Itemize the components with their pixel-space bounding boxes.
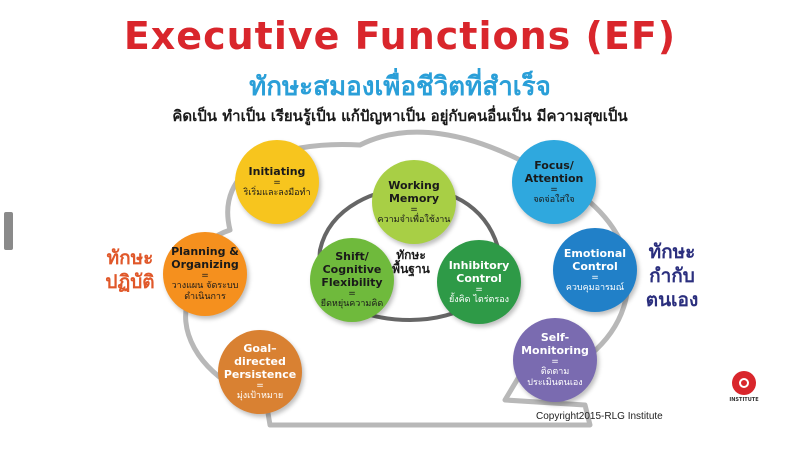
node-emotional-name-2: Control (572, 259, 618, 273)
rlg-logo: INSTITUTE (726, 371, 762, 411)
self-control-label-1: ทักษะ (648, 241, 696, 263)
practice-label-2: ปฏิบัติ (105, 271, 155, 293)
rlg-logo-text: INSTITUTE (729, 397, 759, 403)
node-planning: Planning & Organizing = วางแผน จัดระบบ ด… (163, 232, 247, 316)
node-goal-name-2: Persistence (223, 368, 297, 381)
node-emotional-eq: = (591, 272, 599, 283)
core-label-2: พื้นฐาน (392, 262, 430, 276)
node-focus-name-2: Attention (524, 171, 584, 185)
core-skills-label: ทักษะ พื้นฐาน (389, 248, 433, 276)
subtitle: ทักษะสมองเพื่อชีวิตที่สำเร็จ (249, 72, 551, 102)
node-focus-eq: = (550, 184, 558, 195)
node-goal-desc: มุ่งเป้าหมาย (236, 391, 284, 401)
node-goal-name-1: Goal–directed (234, 342, 286, 368)
practice-label-1: ทักษะ (106, 247, 154, 269)
node-working-memory: Working Memory = ความจำเพื่อใช้งาน (372, 160, 456, 244)
core-label-1: ทักษะ (396, 248, 426, 262)
node-inhibitory: Inhibitory Control = ยั้งคิด ไตร่ตรอง (437, 240, 521, 324)
node-shift-name-2: Cognitive (322, 263, 382, 276)
node-initiating-name: Initiating (248, 165, 306, 178)
title: Executive Functions (EF) (123, 14, 677, 58)
node-planning-desc-2: ดำเนินการ (184, 292, 226, 302)
node-shift: Shift/ Cognitive Flexibility = ยืดหยุ่นค… (310, 238, 394, 322)
node-shift-name-3: Flexibility (321, 276, 383, 289)
node-working-eq: = (410, 204, 418, 215)
node-shift-name-1: Shift/ (335, 250, 369, 263)
node-shift-eq: = (348, 289, 356, 299)
node-focus-desc: จดจ่อใส่ใจ (533, 194, 575, 205)
page-edge-handle[interactable] (4, 212, 13, 250)
node-initiating-desc: ริเริ่มและลงมือทำ (243, 188, 311, 198)
node-self-desc-1: ติดตาม (540, 367, 570, 377)
tagline: คิดเป็น ทำเป็น เรียนรู้เป็น แก้ปัญหาเป็น… (172, 107, 628, 125)
self-control-label-3: ตนเอง (645, 289, 699, 311)
rlg-logo-icon (732, 371, 756, 395)
node-self-monitoring: Self-Monitoring = ติดตาม ประเมินตนเอง (513, 318, 597, 402)
node-emotional-desc: ควบคุมอารมณ์ (565, 282, 625, 293)
node-emotional: Emotional Control = ควบคุมอารมณ์ (553, 228, 637, 312)
node-inhibitory-name-2: Control (456, 271, 502, 285)
node-self-desc-2: ประเมินตนเอง (527, 378, 583, 388)
node-inhibitory-desc: ยั้งคิด ไตร่ตรอง (448, 294, 510, 305)
node-working-name-2: Memory (388, 191, 440, 205)
node-planning-name-1: Planning & (171, 245, 239, 258)
node-goal-eq: = (256, 381, 264, 391)
node-self-eq: = (551, 357, 559, 367)
node-self-name: Self-Monitoring (521, 331, 589, 357)
node-initiating-eq: = (273, 178, 281, 188)
self-control-skills-label: ทักษะ กำกับ ตนเอง (641, 240, 703, 312)
node-planning-eq: = (201, 271, 209, 281)
node-focus-name-1: Focus/ (534, 158, 574, 172)
node-planning-desc-1: วางแผน จัดระบบ (171, 281, 239, 291)
node-inhibitory-eq: = (475, 284, 483, 295)
node-working-name-1: Working (388, 178, 440, 192)
practice-skills-label: ทักษะ ปฏิบัติ (100, 246, 160, 294)
copyright: Copyright2015-RLG Institute (536, 411, 663, 422)
node-emotional-name-1: Emotional (563, 246, 627, 260)
node-shift-desc: ยืดหยุ่นความคิด (320, 299, 384, 309)
node-goal: Goal–directed Persistence = มุ่งเป้าหมาย (218, 330, 302, 414)
node-initiating: Initiating = ริเริ่มและลงมือทำ (235, 140, 319, 224)
node-inhibitory-name-1: Inhibitory (448, 258, 510, 272)
self-control-label-2: กำกับ (649, 265, 695, 287)
node-planning-name-2: Organizing (171, 258, 239, 271)
node-working-desc: ความจำเพื่อใช้งาน (377, 214, 451, 225)
node-focus: Focus/ Attention = จดจ่อใส่ใจ (512, 140, 596, 224)
